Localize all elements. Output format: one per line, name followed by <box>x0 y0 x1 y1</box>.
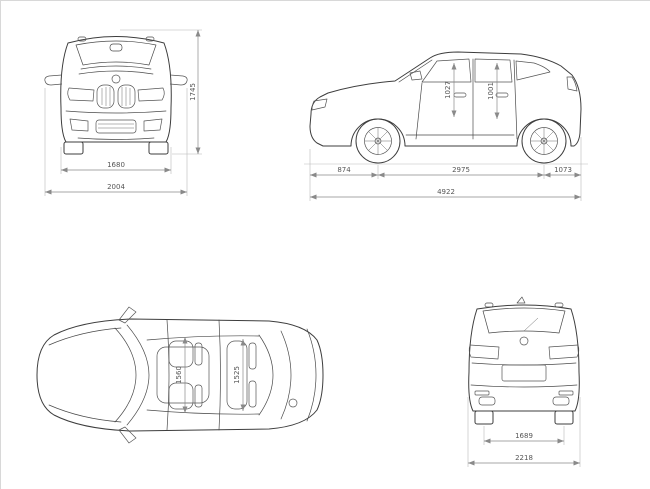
sunroof <box>156 346 210 404</box>
dim-top-interior-width-rear: 1525 <box>233 366 241 384</box>
bmw-roundel-icon <box>111 74 121 84</box>
taillight-right <box>548 344 580 360</box>
wheel-rear-right <box>554 410 574 425</box>
kidney-grille-right <box>117 84 136 109</box>
side-mirror <box>409 70 423 81</box>
top-view-drawing: 1560 1525 <box>36 306 324 444</box>
top-dimensions: 1560 1525 <box>175 337 246 413</box>
license-plate <box>501 364 547 382</box>
wheel-front <box>355 118 401 164</box>
reflector-right <box>558 390 574 396</box>
fog-intake-right <box>143 118 163 132</box>
rear-dimensions: 1689 2218 <box>467 397 581 467</box>
front-door-window <box>421 58 472 83</box>
wiper <box>523 317 539 332</box>
exhaust-right <box>552 396 570 406</box>
door-handle-rear <box>495 92 509 98</box>
dim-front-height: 1745 <box>189 83 197 101</box>
rear-car-outline <box>468 296 580 425</box>
side-view-drawing: 1027 1001 874 2975 1073 4922 <box>304 51 588 201</box>
dim-front-width-lower: 1680 <box>107 161 125 169</box>
roof-rail-left <box>77 36 87 42</box>
headlight-right <box>137 87 165 102</box>
door-seam-front <box>166 319 170 431</box>
kidney-grille-left <box>96 84 115 109</box>
fuel-cap <box>288 398 298 408</box>
wheel-front-right <box>148 141 169 155</box>
dim-side-length: 4922 <box>437 188 455 196</box>
front-car-outline <box>44 36 188 155</box>
dim-side-interior-rear: 1001 <box>487 82 495 100</box>
roof-rail-right <box>145 36 155 42</box>
bmw-roundel-icon <box>519 336 529 346</box>
taillight <box>566 76 578 92</box>
roof-rail-right <box>554 302 564 308</box>
front-dimensions: 1680 2004 1745 <box>44 29 202 196</box>
side-mirror-left <box>44 74 63 86</box>
dim-side-wheelbase: 2975 <box>452 166 470 174</box>
rear-door-window <box>474 58 513 83</box>
rear-view-drawing: 1689 2218 <box>467 296 581 467</box>
wheel-rear-left <box>474 410 494 425</box>
side-mirror-right <box>169 74 188 86</box>
dim-side-rear-overhang: 1073 <box>554 166 572 174</box>
dim-rear-width-overall: 2218 <box>515 454 533 462</box>
side-car-outline <box>304 51 588 165</box>
dim-rear-track: 1689 <box>515 432 533 440</box>
headlight <box>311 98 328 111</box>
headlight-left <box>67 87 95 102</box>
dim-side-front-overhang: 874 <box>337 166 351 174</box>
quarter-window <box>515 60 551 81</box>
side-mirror-left <box>118 306 137 324</box>
dim-top-interior-width-front: 1560 <box>175 366 183 384</box>
tailgate-line <box>306 328 317 422</box>
side-dimensions: 1027 1001 874 2975 1073 4922 <box>309 63 582 201</box>
wheel-rear <box>521 118 567 164</box>
wheel-front-left <box>63 141 84 155</box>
dim-front-width-overall: 2004 <box>107 183 125 191</box>
antenna-fin <box>516 296 526 304</box>
windshield <box>75 40 157 66</box>
taillight-left <box>468 344 500 360</box>
front-view-drawing: 1680 2004 1745 <box>44 29 202 196</box>
rearview-mirror <box>109 43 123 52</box>
reflector-left <box>474 390 490 396</box>
rear-window-top <box>258 334 274 416</box>
door-handle-front <box>453 92 467 98</box>
exhaust-left <box>478 396 496 406</box>
windshield-base <box>114 327 137 423</box>
roof-rail-left <box>484 302 494 308</box>
door-seam-rear <box>513 59 518 140</box>
rear-window <box>482 307 566 334</box>
center-intake <box>95 119 137 134</box>
rear-window-base <box>280 330 292 420</box>
windshield-top <box>126 324 150 426</box>
front-seats <box>168 340 203 410</box>
rear-bench <box>226 340 257 410</box>
side-mirror-right <box>118 426 137 444</box>
dim-side-interior-front: 1027 <box>444 81 452 99</box>
windshield-line <box>398 59 433 83</box>
door-seam-rear <box>218 319 221 431</box>
fog-intake-left <box>69 118 89 132</box>
